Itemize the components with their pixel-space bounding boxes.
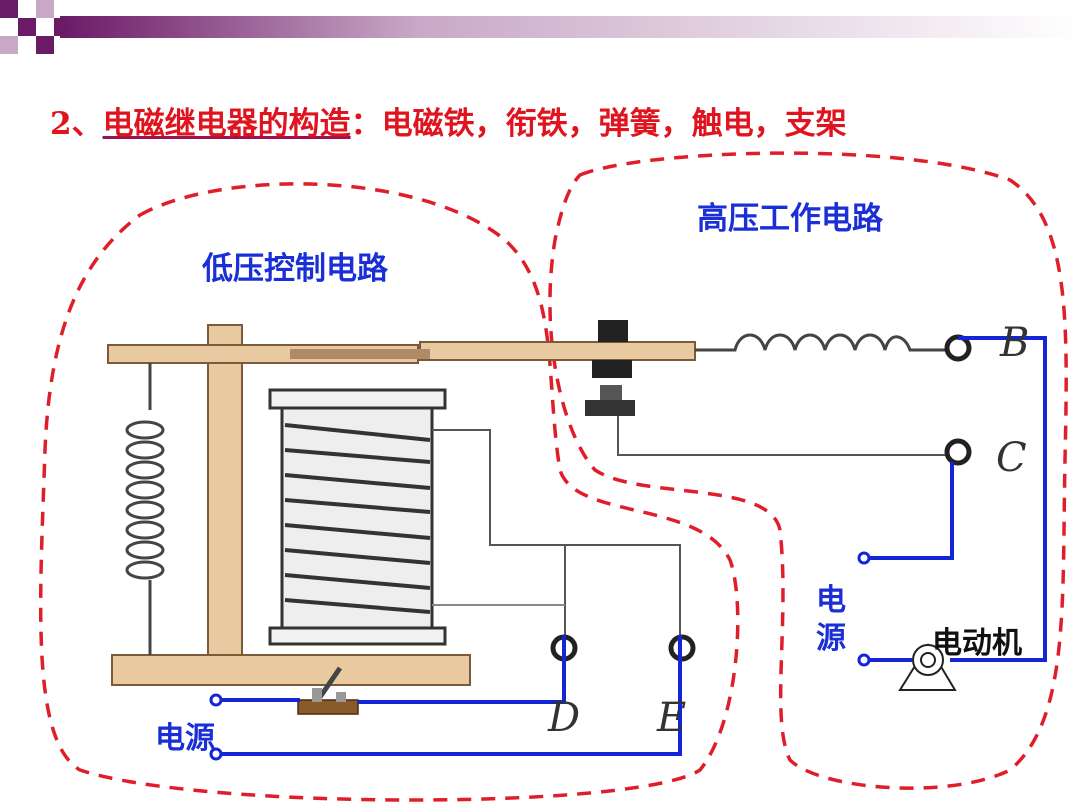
title-parts: 电磁铁，衔铁，弹簧，触电，支架 (381, 106, 847, 142)
terminal-d-label: D (548, 695, 581, 741)
power-right-terminal-bottom (857, 653, 871, 667)
power-source-right-label: 电源 (816, 583, 846, 656)
title-term: 电磁继电器的构造 (102, 106, 351, 142)
terminal-b-screw (944, 334, 972, 362)
terminal-b-label: B (1000, 320, 1030, 366)
moving-contact (585, 320, 635, 416)
header-decoration (0, 0, 1080, 54)
contact-arm (419, 341, 696, 361)
return-spring (125, 363, 165, 655)
low-voltage-wires (218, 635, 682, 756)
power-right-terminal-top (857, 551, 871, 565)
terminal-e-label: E (657, 695, 687, 741)
terminal-c-label: C (996, 435, 1027, 481)
terminal-c-screw (944, 438, 972, 466)
low-voltage-label: 低压控制电路 (202, 251, 388, 287)
motor-label: 电动机 (932, 626, 1022, 661)
electromagnet (268, 388, 447, 646)
support-post (207, 324, 243, 656)
high-voltage-wires (866, 336, 1047, 662)
high-voltage-boundary (548, 151, 1068, 790)
title-colon: ： (350, 106, 382, 142)
low-voltage-boundary (38, 182, 740, 802)
page-title: 2、电磁继电器的构造：电磁铁，衔铁，弹簧，触电，支架 (50, 98, 847, 143)
power-left-terminal-top (209, 693, 223, 707)
high-voltage-label: 高压工作电路 (697, 201, 883, 237)
power-left-terminal-bottom (209, 747, 223, 761)
title-number: 2、 (50, 106, 103, 142)
motor-icon (898, 643, 957, 691)
power-source-left-label: 电源 (155, 721, 215, 756)
high-voltage-spring (695, 333, 945, 352)
base-board (111, 654, 471, 686)
knife-switch (297, 666, 359, 715)
